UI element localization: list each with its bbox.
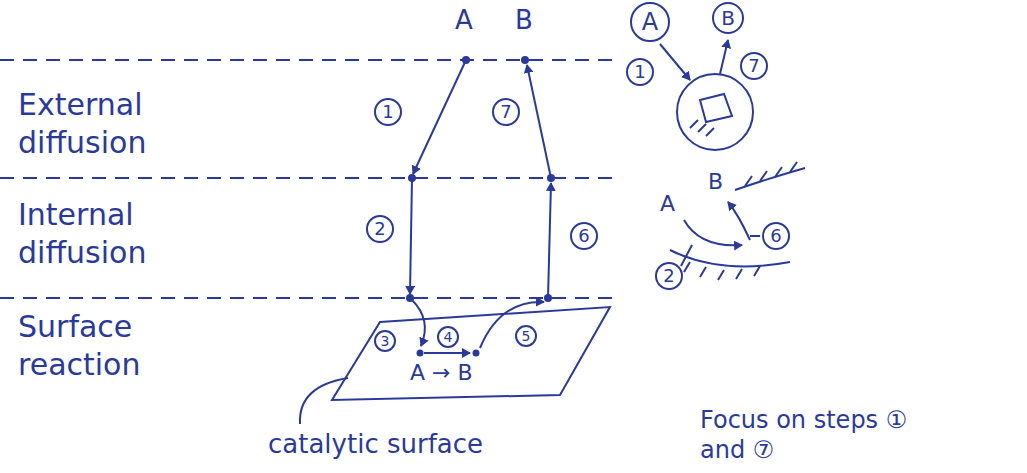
callout-number: 7: [740, 52, 768, 80]
node-text: A: [642, 10, 658, 34]
parallelogram-outline: [330, 300, 615, 402]
callout-number: 5: [515, 325, 537, 347]
callout-number: 1: [626, 58, 654, 86]
callout-number: 7: [492, 98, 520, 126]
species-circle: A: [630, 2, 670, 42]
zone-label: External diffusion: [18, 86, 203, 161]
callout-number: 6: [570, 222, 598, 250]
callout-number: 4: [437, 326, 459, 348]
callout-number: 2: [655, 262, 683, 290]
species-circle: B: [712, 2, 744, 34]
species-label: A: [660, 190, 675, 218]
callout-number: 3: [374, 330, 396, 352]
catalytic-surface: A → B: [330, 300, 615, 402]
node-text: B: [721, 8, 735, 28]
zone-label: Surface reaction: [18, 308, 203, 383]
zone-label: Internal diffusion: [18, 196, 203, 271]
callout-number: 6: [762, 222, 790, 250]
note-text: Focus on steps ① and ⑦: [700, 405, 915, 465]
point-label: B: [515, 4, 533, 37]
node-text: A → B: [410, 362, 473, 384]
callout-number: 1: [374, 98, 402, 126]
point-label: A: [455, 4, 473, 37]
callout-number: 2: [366, 215, 394, 243]
surface-label: catalytic surface: [268, 428, 483, 461]
species-label: B: [708, 168, 723, 196]
